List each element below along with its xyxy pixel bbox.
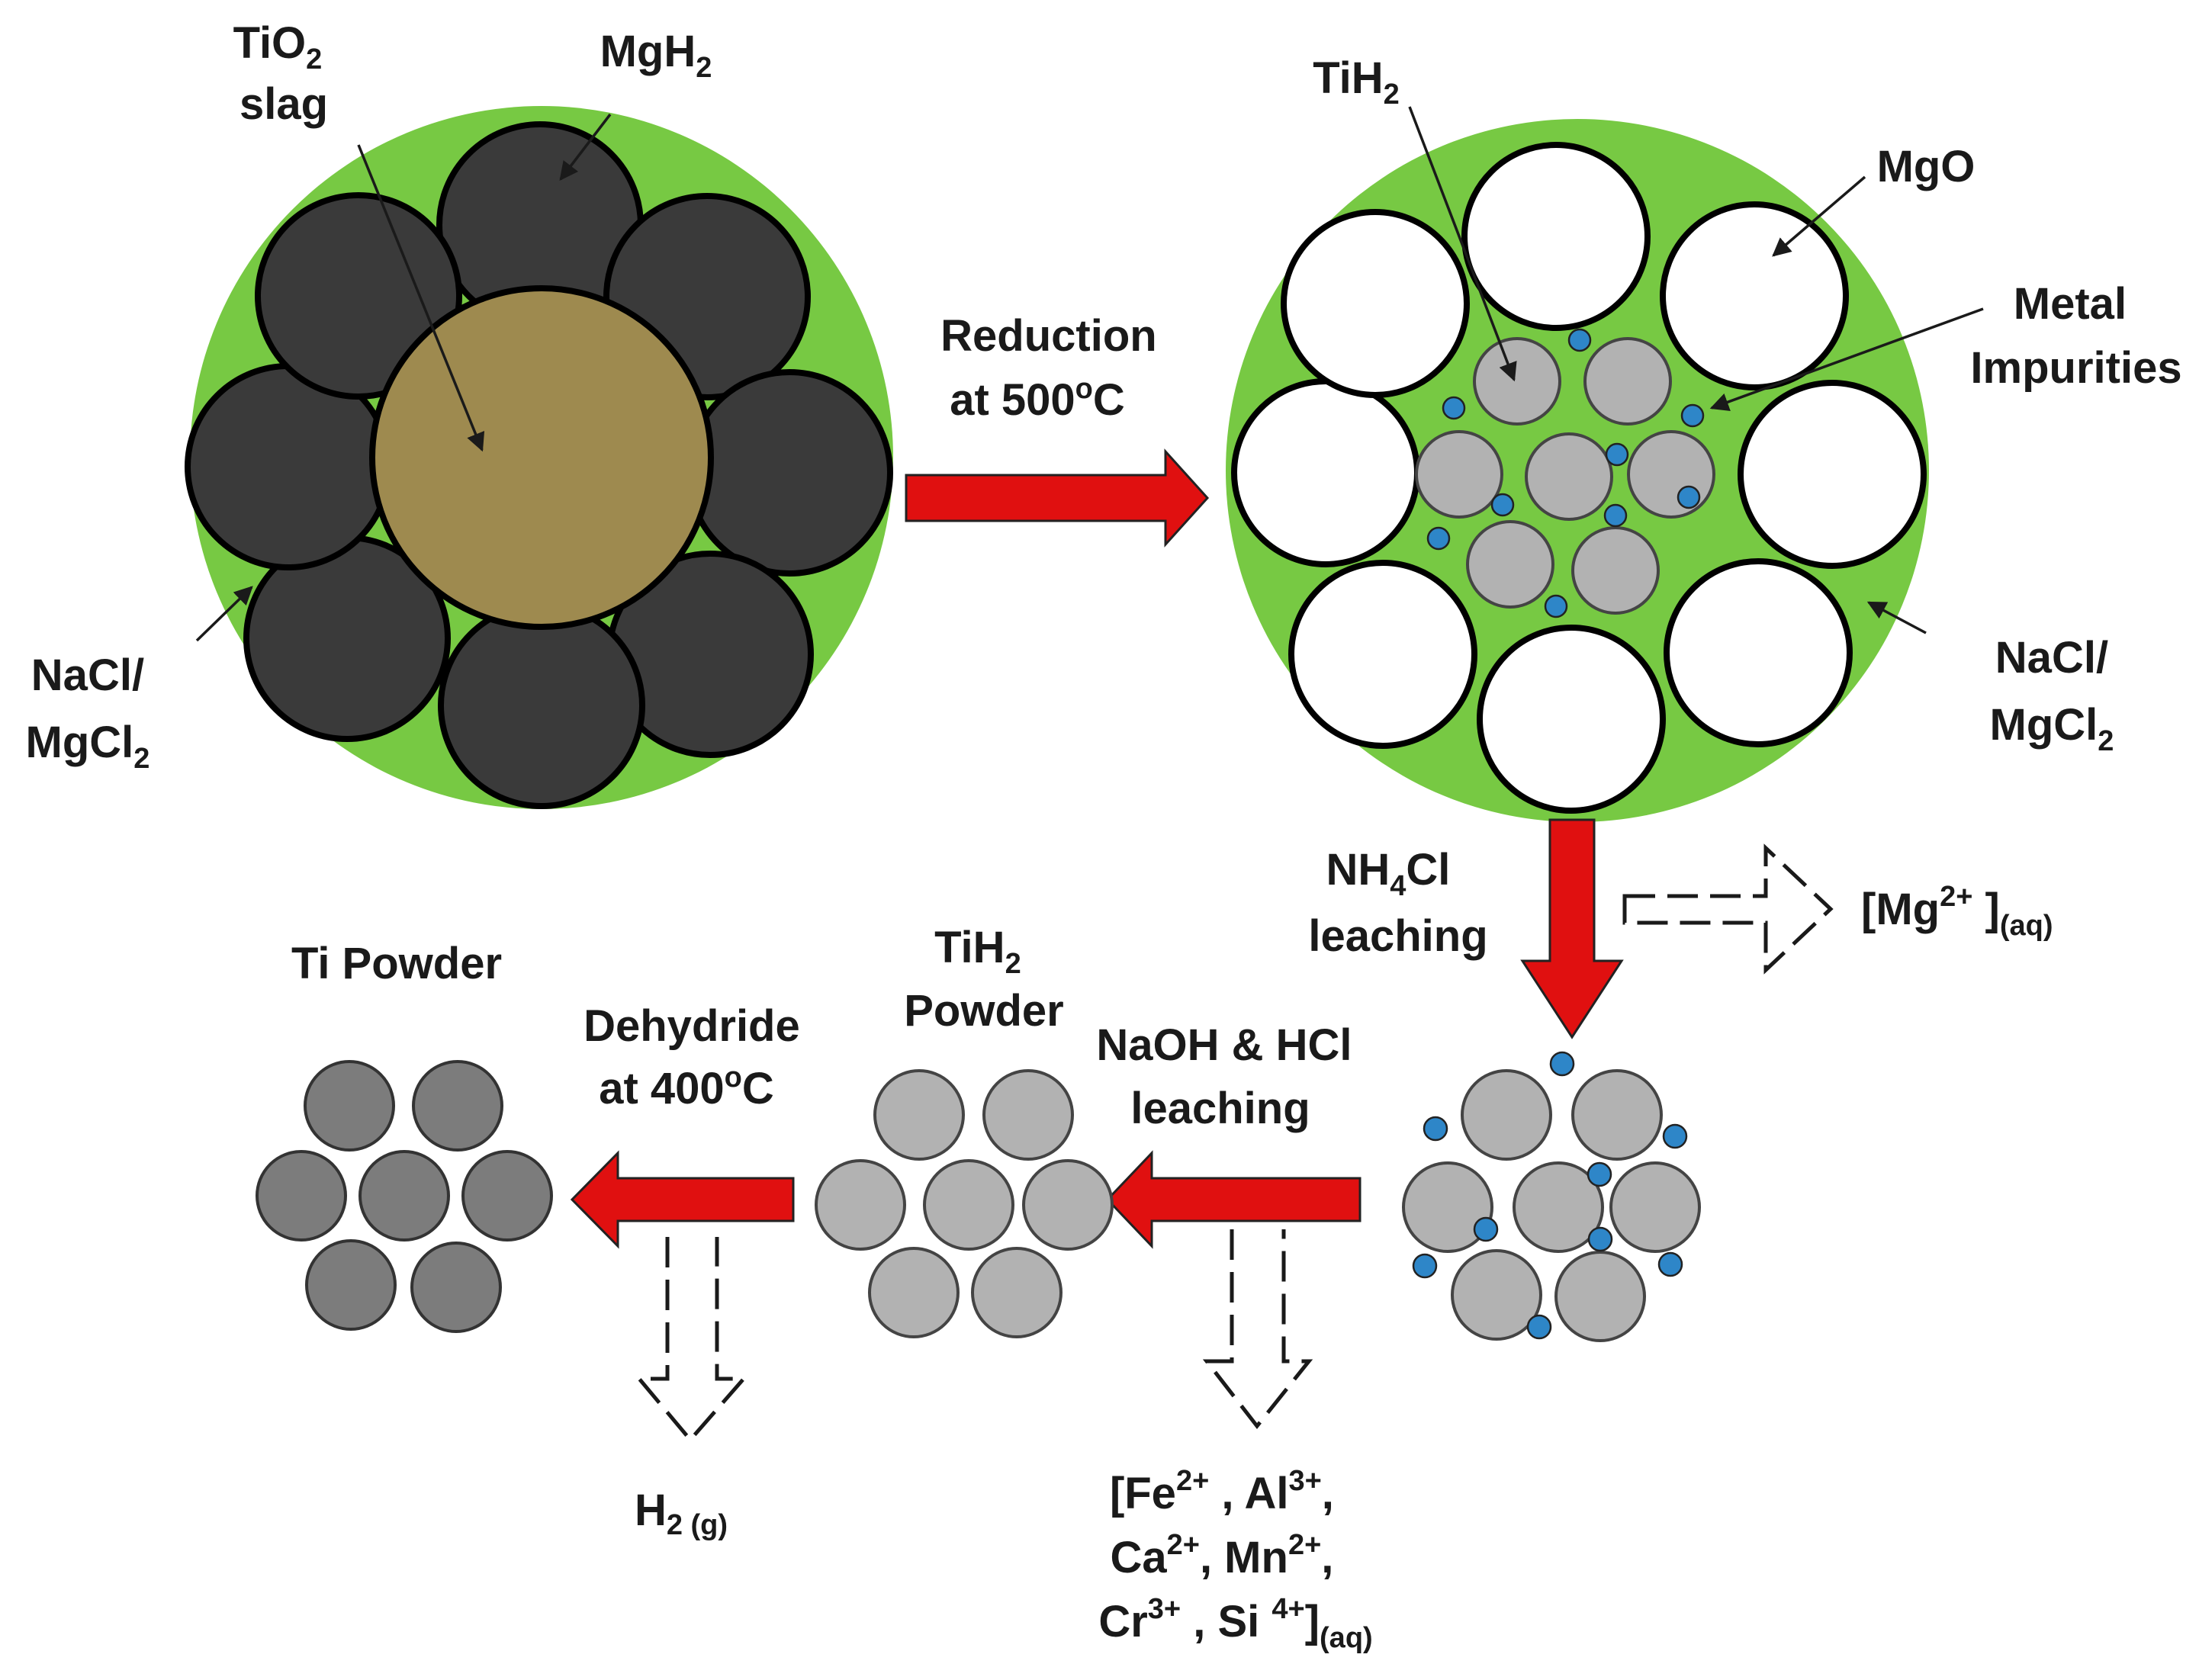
ti-powder-particle xyxy=(412,1060,503,1152)
nh4cl-leaching-step: NH4Cl leaching [Mg2+ ](aq) xyxy=(1308,818,2053,1039)
metal-impurities-label: Metal Impurities xyxy=(1970,279,2181,393)
tio2-pointer xyxy=(357,144,485,452)
impurity-dot xyxy=(1662,1123,1688,1149)
ti-powder-particle xyxy=(358,1150,450,1242)
tih2-pointer xyxy=(1408,106,1517,382)
mgh2-pointer xyxy=(559,113,612,181)
tih2-powder-particle xyxy=(982,1069,1074,1161)
ti-powder-particle xyxy=(461,1150,553,1242)
naoh-hcl-label: NaOH & HCl leaching xyxy=(1096,1020,1364,1133)
reduction-arrow xyxy=(905,448,1210,548)
metal-impurities-pointer xyxy=(1709,307,1984,411)
dissolved-ions-label: [Fe2+ , Al3+, Ca2+, Mn2+, Cr3+ , Si 4+](… xyxy=(1098,1465,1372,1654)
mgh2-particle xyxy=(255,192,462,400)
nacl-right-pointer xyxy=(1866,601,1927,634)
ti-powder-particle xyxy=(410,1242,502,1333)
impurity-dot xyxy=(1442,396,1466,420)
ti-powder: Ti Powder xyxy=(256,939,553,1333)
mgh2-label: MgH2 xyxy=(600,27,712,84)
ti-powder-particle xyxy=(304,1060,395,1152)
tio2-slag-label: TiO2 slag xyxy=(233,18,335,129)
tih2-powder-particle xyxy=(868,1247,960,1338)
tio2-slag-particle xyxy=(369,285,714,630)
impurity-dot xyxy=(1426,526,1451,551)
tih2-particle xyxy=(1451,1249,1542,1341)
h2-label: H2 (g) xyxy=(635,1486,728,1541)
impurity-dot xyxy=(1549,1051,1575,1077)
tih2-particle xyxy=(1402,1161,1493,1253)
tih2-particle xyxy=(1415,430,1503,519)
tih2-particle xyxy=(1583,337,1672,426)
dehydride-arrow xyxy=(570,1150,795,1249)
mgo-particle xyxy=(1231,378,1420,567)
mg-ion-label: [Mg2+ ](aq) xyxy=(1861,881,2053,942)
impurity-removal-dashed-arrow xyxy=(1202,1229,1313,1430)
tih2-powder-particle xyxy=(1022,1159,1114,1251)
mgh2-particle xyxy=(686,369,893,577)
mgh2-particle xyxy=(438,602,645,809)
tih2-particle xyxy=(1461,1069,1552,1161)
mgo-particle xyxy=(1461,142,1651,331)
ti-powder-particle xyxy=(256,1150,347,1242)
leached-cluster xyxy=(1402,1051,1701,1342)
mgo-particle xyxy=(1738,380,1927,569)
impurity-dot xyxy=(1423,1116,1448,1142)
reduced-mixture: TiH2 MgO Metal Impurities NaCl/ MgCl2 xyxy=(1226,53,2182,822)
starting-mixture: TiO2 slag MgH2 NaCl/ MgCl2 xyxy=(26,18,893,809)
impurity-dot xyxy=(1544,594,1568,618)
impurity-dot xyxy=(1567,328,1592,352)
mgo-particle xyxy=(1664,558,1853,747)
impurity-dot xyxy=(1473,1216,1499,1242)
impurity-dot xyxy=(1526,1314,1552,1340)
tih2-powder: TiH2 Powder xyxy=(815,923,1114,1338)
impurity-dot xyxy=(1680,403,1705,428)
naoh-hcl-red-arrow xyxy=(1105,1150,1362,1249)
mgo-particle xyxy=(1477,625,1666,814)
tih2-particle xyxy=(1571,1069,1663,1161)
impurity-dot xyxy=(1412,1253,1438,1279)
nacl-left-pointer xyxy=(195,586,253,642)
impurity-dot xyxy=(1605,442,1629,467)
nacl-right-label: NaCl/ MgCl2 xyxy=(1990,633,2121,757)
mgo-particle xyxy=(1660,201,1849,390)
mgo-label: MgO xyxy=(1877,142,1976,191)
tih2-particle xyxy=(1571,526,1660,615)
mg-removal-dashed-arrow xyxy=(1622,843,1834,975)
tih2-particle xyxy=(1609,1161,1701,1253)
tih2-particle xyxy=(1466,520,1554,609)
ti-powder-particle xyxy=(305,1239,397,1331)
tih2-particle xyxy=(1554,1251,1646,1342)
tih2-powder-particle xyxy=(815,1159,906,1251)
dehydride-step: Dehydride at 400oC H2 (g) xyxy=(570,1001,812,1541)
tih2-particle xyxy=(1627,430,1715,519)
naoh-hcl-leaching-step: NaOH & HCl leaching [Fe2+ , Al3+, Ca2+, … xyxy=(1096,1020,1372,1654)
tih2-powder-label: TiH2 Powder xyxy=(904,923,1064,1036)
impurity-dot xyxy=(1657,1251,1683,1277)
mgo-pointer xyxy=(1772,175,1866,257)
nacl-left-label: NaCl/ MgCl2 xyxy=(26,650,157,775)
mgo-particle xyxy=(1281,209,1470,398)
tih2-label: TiH2 xyxy=(1313,53,1400,111)
impurity-dot xyxy=(1587,1226,1613,1252)
tih2-particle xyxy=(1513,1161,1604,1253)
tih2-powder-particle xyxy=(971,1247,1063,1338)
tih2-powder-particle xyxy=(923,1159,1014,1251)
impurity-dot xyxy=(1490,493,1515,517)
ti-powder-label: Ti Powder xyxy=(291,939,502,988)
nh4cl-label: NH4Cl leaching xyxy=(1308,845,1487,961)
impurity-dot xyxy=(1603,503,1628,528)
tih2-particle xyxy=(1473,337,1561,426)
dehydride-label: Dehydride at 400oC xyxy=(584,1001,812,1113)
tih2-powder-particle xyxy=(873,1069,965,1161)
h2-removal-dashed-arrow xyxy=(635,1237,748,1443)
mgo-particle xyxy=(1288,560,1477,749)
impurity-dot xyxy=(1587,1161,1612,1187)
impurity-dot xyxy=(1677,485,1701,509)
reduction-step: Reduction at 500oC xyxy=(905,311,1210,548)
nh4cl-arrow xyxy=(1520,818,1624,1039)
reduction-label: Reduction at 500oC xyxy=(940,311,1169,425)
tih2-particle xyxy=(1525,432,1613,521)
